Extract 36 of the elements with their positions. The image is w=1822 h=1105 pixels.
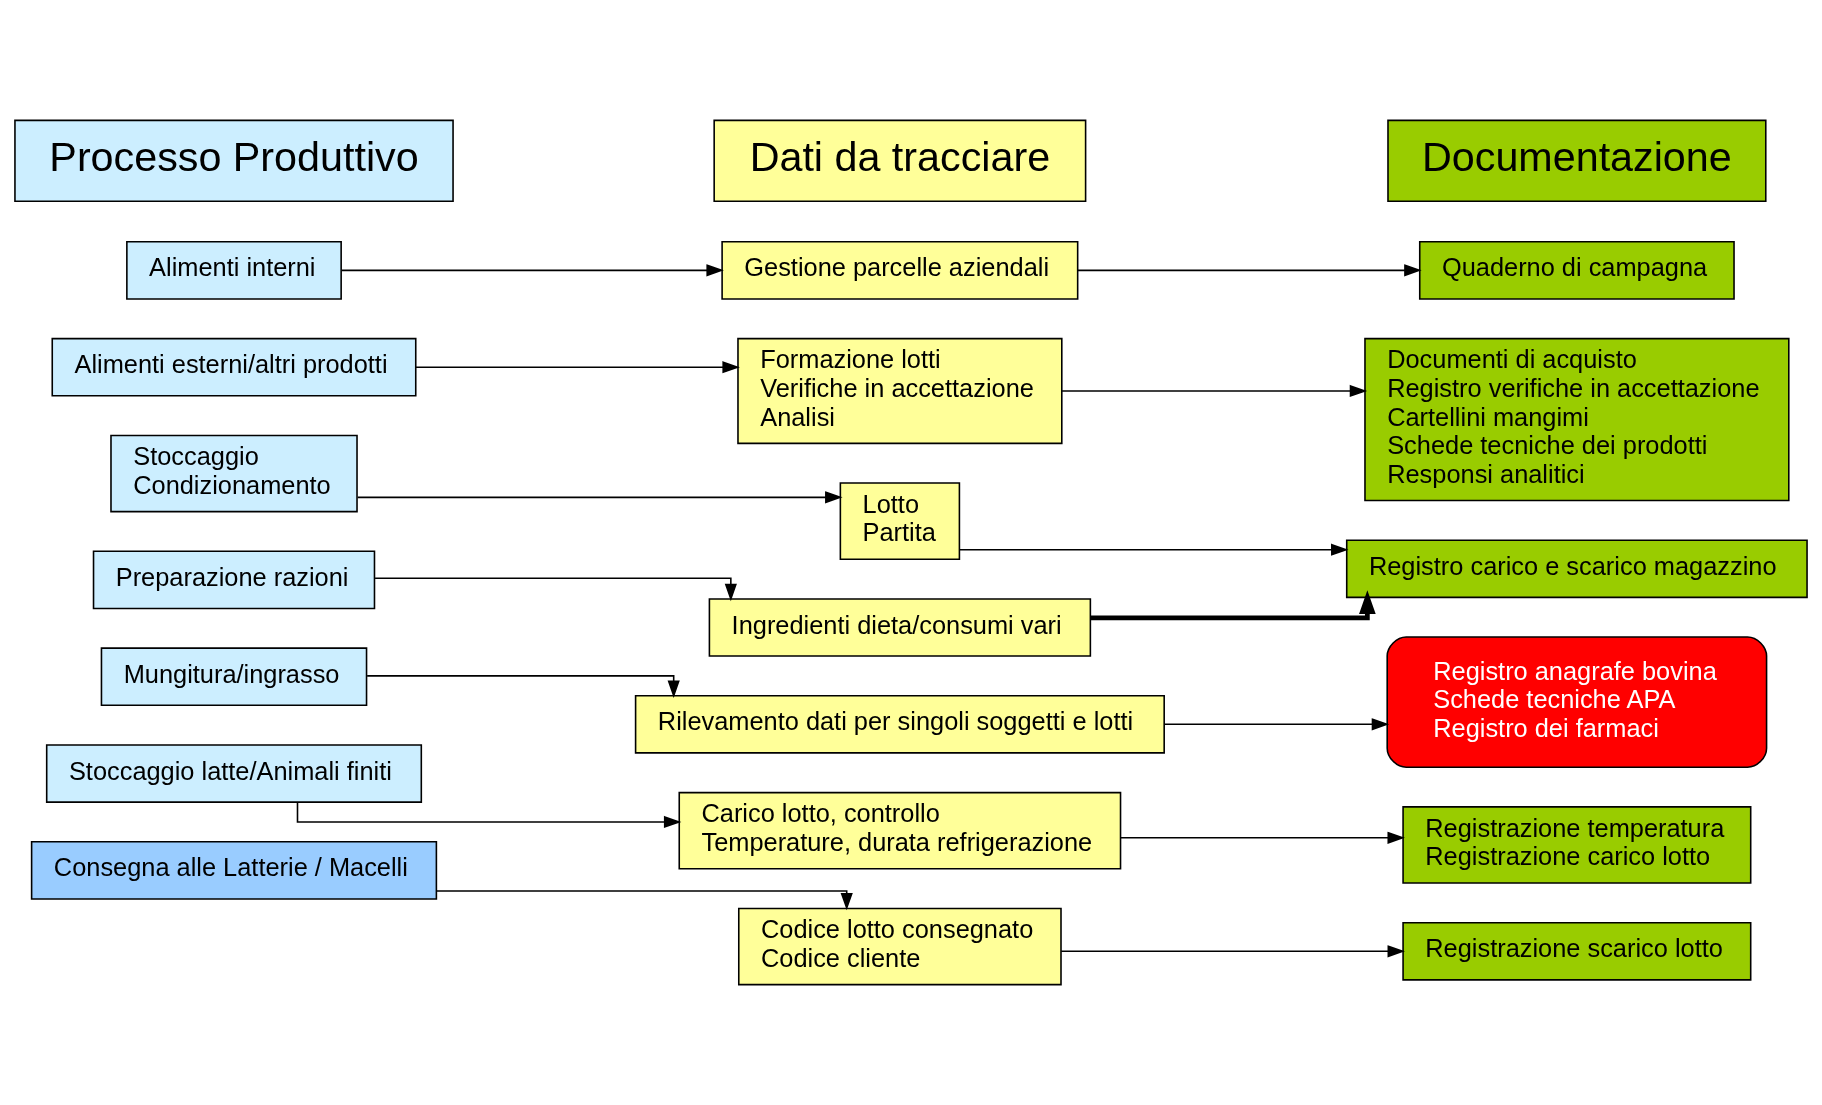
arrow bbox=[1076, 264, 1422, 277]
node-box: Documentazione bbox=[1387, 119, 1767, 203]
node-box: Registro carico e scarico magazzino bbox=[1345, 539, 1808, 599]
arrow bbox=[374, 577, 737, 602]
arrow bbox=[435, 890, 853, 911]
node-box: Registrazione scarico lotto bbox=[1402, 921, 1752, 981]
arrow bbox=[1119, 831, 1405, 844]
node-box: Codice lotto consegnato Codice cliente bbox=[737, 907, 1062, 986]
node-box: Stoccaggio latte/Animali finiti bbox=[45, 744, 423, 803]
arrow bbox=[1090, 590, 1376, 621]
node-box: Preparazione razioni bbox=[92, 550, 376, 610]
node-box: Gestione parcelle aziendali bbox=[721, 241, 1079, 300]
node-box: Registrazione temperatura Registrazione carico lotto bbox=[1402, 806, 1752, 884]
node-box: Formazione lotti Verifiche in accettazione Analisi bbox=[737, 337, 1063, 445]
node-box: Alimenti interni bbox=[126, 241, 342, 300]
node-box: Ingredienti dieta/consumi vari bbox=[708, 598, 1092, 657]
node-box: Quaderno di campagna bbox=[1418, 241, 1735, 300]
node-box: Mungitura/ingrasso bbox=[100, 647, 368, 707]
node-box: Stoccaggio Condizionamento bbox=[110, 434, 358, 513]
node-box: Carico lotto, controllo Temperature, durata refrigerazione bbox=[678, 791, 1122, 870]
node-box: Alimenti esterni/altri prodotti bbox=[51, 337, 417, 397]
arrow bbox=[959, 543, 1349, 556]
arrow bbox=[356, 491, 843, 504]
arrow bbox=[415, 361, 740, 374]
node-box: Consegna alle Latterie / Macelli bbox=[30, 841, 438, 900]
node-box: Rilevamento dati per singoli soggetti e lotti bbox=[634, 694, 1165, 754]
node-box: Lotto Partita bbox=[839, 482, 961, 561]
arrow bbox=[1060, 945, 1405, 958]
node-box: Processo Produttivo bbox=[14, 119, 454, 203]
node-box: Dati da tracciare bbox=[713, 119, 1087, 203]
node-box: Registro anagrafe bovina Schede tecniche APA Registro dei farmaci bbox=[1386, 636, 1768, 768]
node-box: Documenti di acquisto Registro verifiche in accettazione Cartellini mangimi Schede tecniche dei prodotti Responsi analitici bbox=[1364, 337, 1790, 502]
arrow bbox=[1163, 718, 1390, 731]
arrow bbox=[366, 675, 680, 698]
arrow bbox=[1061, 384, 1368, 398]
arrow bbox=[340, 264, 724, 277]
